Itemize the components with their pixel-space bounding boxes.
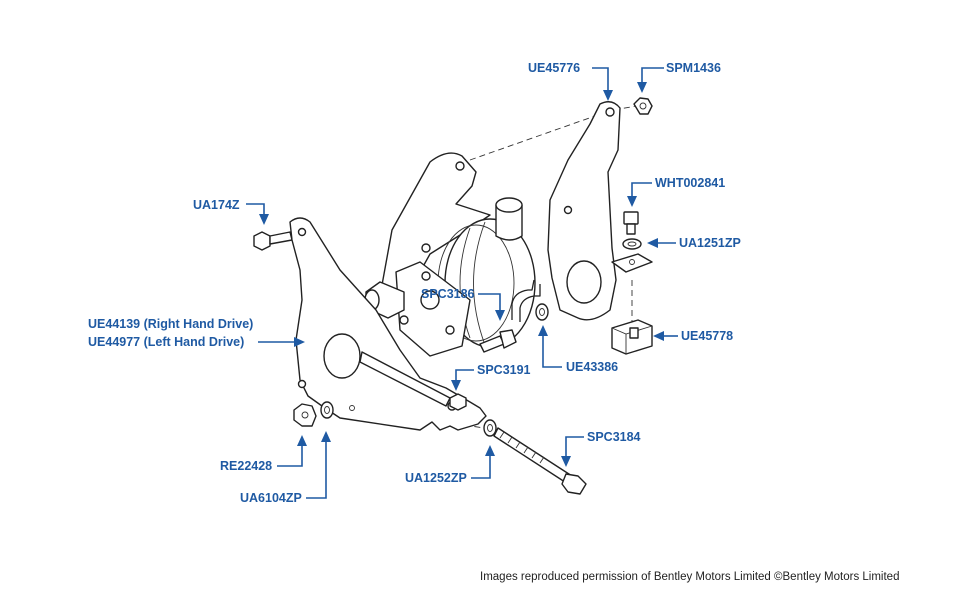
nut-spc3191 [449,393,467,411]
fitting-ue43386 [535,303,549,321]
callout-ue44977[interactable]: UE44977 (Left Hand Drive) [88,335,245,349]
callout-spm1436[interactable]: SPM1436 [666,61,721,75]
washer-ua1252zp [483,419,497,437]
callout-ua174z[interactable]: UA174Z [193,198,240,212]
callout-spc3191[interactable]: SPC3191 [477,363,531,377]
pump-pulley [364,261,471,357]
leader-lines [246,67,678,499]
bolt-ua174z [253,231,293,251]
callout-ua1252zp[interactable]: UA1252ZP [405,471,467,485]
callout-spc3184[interactable]: SPC3184 [587,430,641,444]
nut-spm1436 [633,97,653,115]
bolt-spc3186 [479,329,517,353]
callout-ue45776[interactable]: UE45776 [528,61,581,75]
callout-ue44139[interactable]: UE44139 (Right Hand Drive) [88,317,254,331]
clip-plate [611,253,653,273]
nut-re22428 [293,403,317,427]
image-credit: Images reproduced permission of Bentley … [480,571,900,583]
block-ue45778 [611,319,653,355]
rear-bracket-ue45776 [547,101,621,321]
callout-ue43386[interactable]: UE43386 [566,360,619,374]
bolt-spc3184 [493,427,587,495]
callout-spc3186[interactable]: SPC3186 [421,287,475,301]
front-bracket-ue44139 [289,217,487,431]
callout-ue45778[interactable]: UE45778 [681,329,734,343]
callout-ua6104zp[interactable]: UA6104ZP [240,491,302,505]
washer-ua6104zp [320,401,334,419]
callout-re22428[interactable]: RE22428 [220,459,273,473]
callout-wht002841[interactable]: WHT002841 [655,176,726,190]
callout-ua1251zp[interactable]: UA1251ZP [679,236,741,250]
washer-ua1251zp [622,238,642,250]
bolt-wht002841 [623,211,639,235]
